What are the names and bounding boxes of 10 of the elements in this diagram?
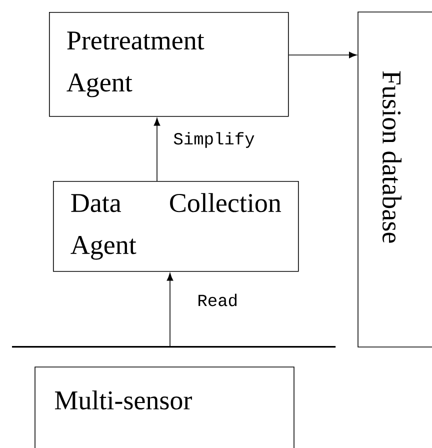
bus-line (12, 346, 336, 348)
arrow (154, 118, 160, 182)
arrow (288, 52, 357, 58)
process-box: Multi-sensor (34, 366, 294, 448)
process-box: Fusion database (358, 12, 432, 348)
process-box: Pretreatment Agent (49, 12, 289, 117)
process-box: Data Collection Agent (53, 181, 299, 272)
arrow (166, 273, 174, 346)
edge-label: Read (196, 292, 239, 308)
edge-label: Simplify (172, 131, 256, 149)
